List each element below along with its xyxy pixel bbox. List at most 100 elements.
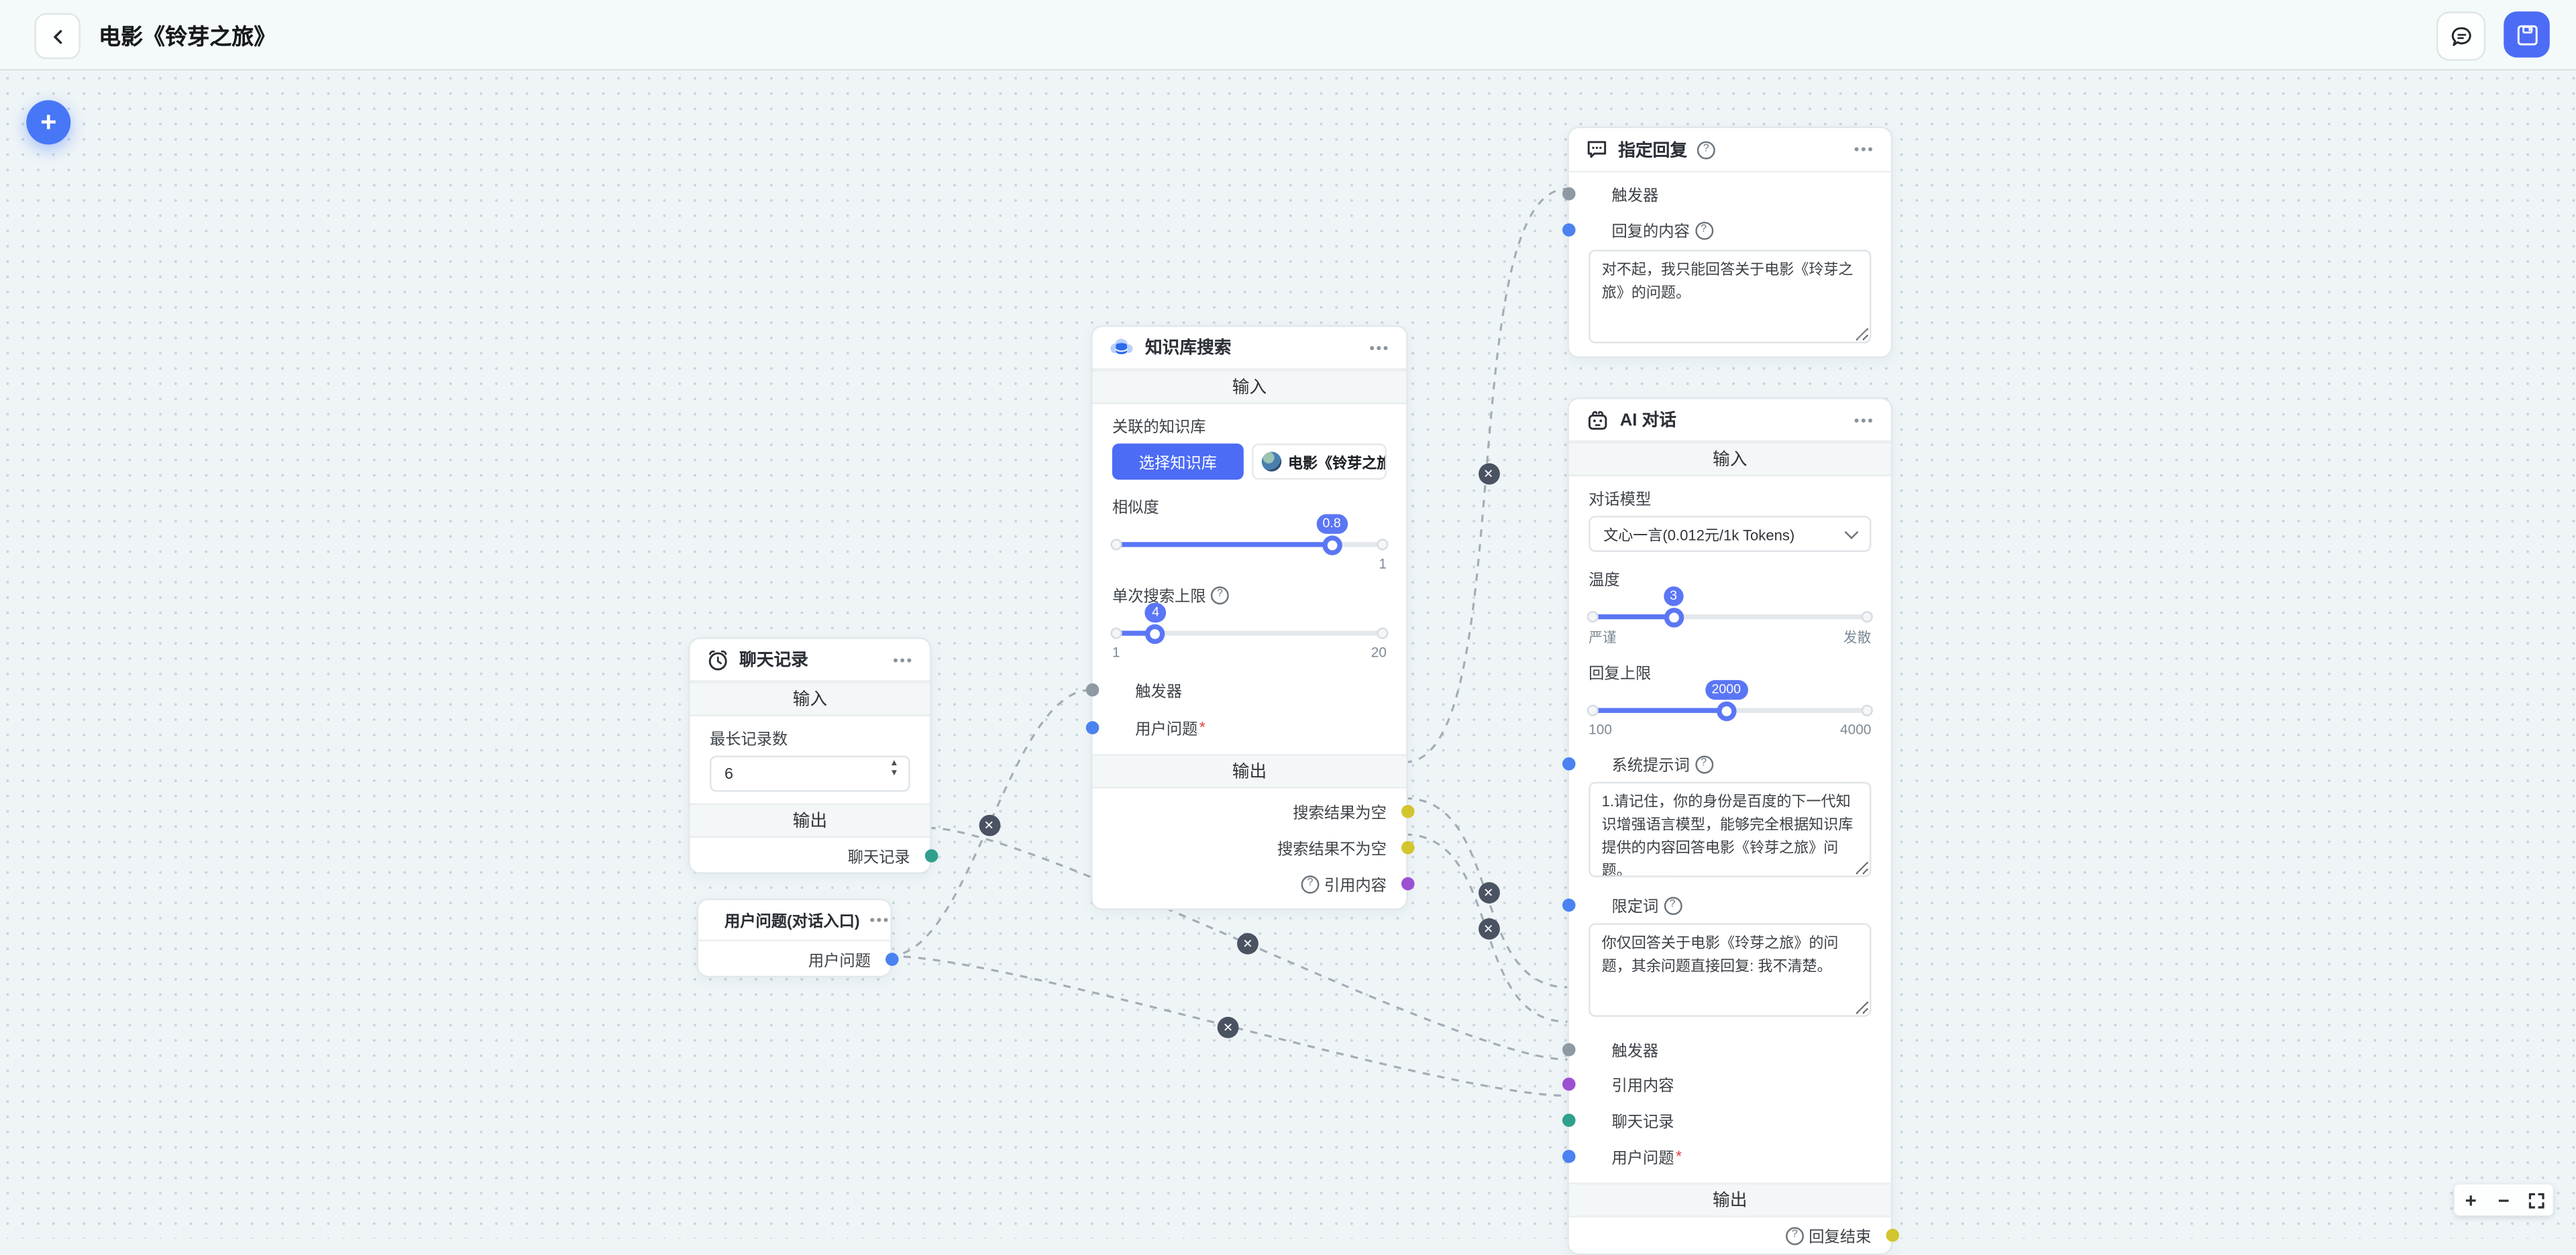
kb-avatar xyxy=(1261,451,1282,472)
port-dot-reply-end[interactable] xyxy=(1885,1228,1898,1242)
node-ai-chat-header[interactable]: AI 对话 xyxy=(1568,399,1891,442)
port-label: 聊天记录 xyxy=(1611,1113,1674,1132)
node-body: 关联的知识库 选择知识库 电影《铃芽之旅》 相似度 0.8 1 xyxy=(1085,404,1407,744)
node-title: 用户问题(对话入口) xyxy=(724,913,860,932)
scale-max: 20 xyxy=(1371,644,1387,661)
label-text: 单次搜索上限 xyxy=(1112,588,1206,606)
slider-fill xyxy=(1589,614,1674,620)
node-title: 指定回复 xyxy=(1618,140,1688,160)
port-reference-out: 引用内容 xyxy=(1093,866,1414,902)
slider-min-dot xyxy=(1110,627,1122,639)
node-ai-chat: AI 对话 输入 对话模型 文心一言(0.012元/1k Tokens) 温度 … xyxy=(1561,397,1898,1255)
reply-bubble-icon xyxy=(1587,141,1607,158)
model-value: 文心一言(0.012元/1k Tokens) xyxy=(1603,526,1795,543)
slider-handle[interactable] xyxy=(1716,700,1736,720)
system-prompt-textarea[interactable]: 1.请记住，你的身份是百度的下一代知识增强语言模型，能够完全根据知识库提供的内容… xyxy=(1589,781,1872,877)
temperature-scale: 严谨 发散 xyxy=(1589,628,1871,647)
help-icon[interactable] xyxy=(1695,755,1713,773)
robot-icon xyxy=(1588,410,1607,429)
kb-row: 选择知识库 电影《铃芽之旅》 xyxy=(1112,443,1387,480)
similarity-slider[interactable]: 0.8 xyxy=(1110,514,1389,555)
output-section-band: 输出 xyxy=(1092,754,1407,789)
disconnect-button[interactable]: ✕ xyxy=(1237,932,1258,954)
port-label: 引用内容 xyxy=(1611,1077,1674,1096)
port-label: 触发器 xyxy=(1611,187,1659,206)
reply-limit-slider[interactable]: 2000 xyxy=(1587,679,1873,720)
slider-handle[interactable] xyxy=(1145,623,1166,643)
chevron-left-icon xyxy=(53,29,62,44)
scale-min: 严谨 xyxy=(1589,629,1617,646)
slider-handle[interactable] xyxy=(1322,535,1342,555)
zoom-out-button[interactable]: − xyxy=(2498,1188,2510,1212)
help-icon[interactable] xyxy=(1695,221,1713,239)
max-records-value: 6 xyxy=(724,765,733,783)
knowledge-base-icon xyxy=(1110,339,1133,356)
back-button[interactable] xyxy=(34,13,81,60)
scale-max: 1 xyxy=(1379,555,1387,572)
node-kb-search-header[interactable]: 知识库搜索 xyxy=(1092,327,1407,370)
scale-min: 100 xyxy=(1589,721,1612,738)
qualifier-textarea[interactable]: 你仅回答关于电影《玲芽之旅》的问题，其余问题直接回复: 我不清楚。 xyxy=(1589,923,1872,1017)
chat-preview-button[interactable] xyxy=(2436,11,2486,61)
node-fixed-reply-header[interactable]: 指定回复 xyxy=(1568,128,1891,173)
help-icon[interactable] xyxy=(1663,895,1682,914)
node-chat-history-header[interactable]: 聊天记录 xyxy=(690,639,930,682)
output-section-band: 输出 xyxy=(690,803,930,838)
save-button[interactable] xyxy=(2504,11,2550,58)
port-dot-user-question[interactable] xyxy=(884,952,898,965)
node-user-question-header[interactable]: 用户问题(对话入口) xyxy=(698,900,891,942)
port-dot-user-question[interactable] xyxy=(1561,1150,1575,1163)
page-title: 电影《铃芽之旅》 xyxy=(98,24,276,50)
input-section-band: 输入 xyxy=(1568,441,1891,477)
help-icon[interactable] xyxy=(1786,1226,1804,1245)
node-fixed-reply: 指定回复 触发器 回复的内容 对不起，我只能回答关于电影《玲芽之旅》的问题。 xyxy=(1561,126,1893,358)
model-select[interactable]: 文心一言(0.012元/1k Tokens) xyxy=(1589,515,1872,552)
slider-handle[interactable] xyxy=(1663,606,1684,627)
fit-view-icon xyxy=(2528,1192,2544,1208)
node-title: 知识库搜索 xyxy=(1144,338,1232,358)
node-body: 最长记录数 6 ▲▼ xyxy=(690,716,930,804)
port-dot-chat-history[interactable] xyxy=(924,848,938,862)
add-node-button[interactable]: + xyxy=(26,100,71,145)
slider-max-dot xyxy=(1861,704,1873,716)
disconnect-button[interactable]: ✕ xyxy=(1477,463,1499,485)
help-icon[interactable] xyxy=(1210,586,1229,604)
select-kb-button[interactable]: 选择知识库 xyxy=(1112,443,1244,480)
node-title: 聊天记录 xyxy=(739,650,808,671)
number-stepper[interactable]: ▲▼ xyxy=(890,759,899,779)
reply-content-textarea[interactable]: 对不起，我只能回答关于电影《玲芽之旅》的问题。 xyxy=(1589,250,1872,343)
port-dot-empty[interactable] xyxy=(1400,805,1414,818)
fit-view-button[interactable] xyxy=(2524,1187,2550,1213)
more-menu-icon[interactable] xyxy=(893,651,913,667)
port-dot-not-empty[interactable] xyxy=(1400,840,1414,855)
kb-chip[interactable]: 电影《铃芽之旅》 xyxy=(1252,443,1387,480)
slider-track[interactable] xyxy=(1589,614,1872,620)
node-title: AI 对话 xyxy=(1619,411,1676,431)
disconnect-button[interactable]: ✕ xyxy=(1477,882,1499,904)
temperature-slider[interactable]: 3 xyxy=(1587,586,1873,627)
zoom-in-button[interactable]: + xyxy=(2465,1188,2477,1212)
more-menu-icon[interactable] xyxy=(1369,339,1389,356)
canvas-zoom-controls: + − xyxy=(2454,1184,2553,1216)
port-dot-chat-history[interactable] xyxy=(1561,1113,1575,1128)
port-label: 聊天记录 xyxy=(847,848,910,867)
chat-bubble-icon xyxy=(2451,26,2471,46)
port-dot-reference[interactable] xyxy=(1400,877,1414,891)
slider-track[interactable] xyxy=(1112,631,1387,636)
node-outputs: 搜索结果为空 搜索结果不为空 引用内容 xyxy=(1093,789,1414,909)
more-menu-icon[interactable] xyxy=(869,912,890,928)
max-records-input[interactable]: 6 ▲▼ xyxy=(709,755,910,792)
disconnect-button[interactable]: ✕ xyxy=(1217,1016,1239,1038)
help-icon[interactable] xyxy=(1301,875,1320,893)
slider-value-bubble: 4 xyxy=(1145,602,1166,624)
input-section-band: 输入 xyxy=(1092,370,1407,404)
temperature-label: 温度 xyxy=(1589,571,1620,590)
help-icon[interactable] xyxy=(1697,140,1715,159)
required-mark: * xyxy=(1675,1147,1682,1166)
port-trigger-in: 触发器 xyxy=(1561,177,1891,210)
search-limit-slider[interactable]: 4 xyxy=(1110,602,1389,643)
port-label: 搜索结果不为空 xyxy=(1277,840,1387,859)
more-menu-icon[interactable] xyxy=(1854,411,1874,427)
more-menu-icon[interactable] xyxy=(1854,142,1874,158)
scale-min: 1 xyxy=(1112,644,1120,661)
